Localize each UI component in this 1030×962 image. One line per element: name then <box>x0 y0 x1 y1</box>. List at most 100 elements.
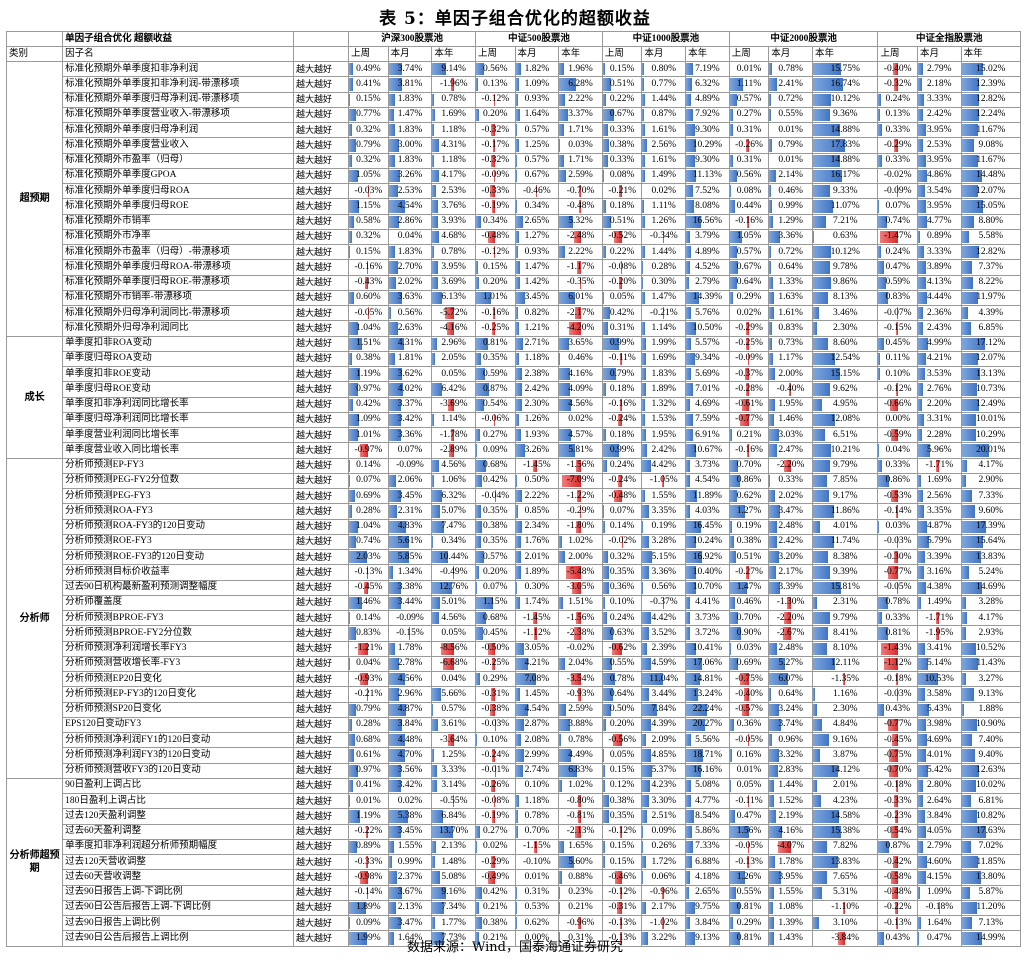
positive-databar <box>603 795 609 808</box>
value-text: 10.12% <box>830 246 860 257</box>
positive-databar <box>349 108 356 121</box>
value-text: 0.42% <box>356 399 381 410</box>
value-text: 0.01% <box>356 795 381 806</box>
header-group-title: 单因子组合优化 超额收益 <box>62 31 295 47</box>
value-text: 3.37% <box>397 399 423 410</box>
positive-databar <box>686 383 693 396</box>
value-cell: 1.53% <box>641 411 687 429</box>
value-text: 2.63% <box>397 322 423 333</box>
value-text: 0.08% <box>736 185 762 196</box>
value-cell: 9.36% <box>811 106 879 124</box>
value-cell: 0.12% <box>601 777 643 795</box>
value-text: 4.44% <box>927 292 952 303</box>
value-text: 0.29% <box>736 917 762 928</box>
value-cell: 9.79% <box>811 609 879 627</box>
value-cell: 1.25% <box>514 137 560 154</box>
value-text: 5.56% <box>695 734 720 745</box>
value-text: 4.85% <box>651 749 677 760</box>
value-cell: 3.35% <box>641 503 687 520</box>
positive-databar <box>432 413 435 426</box>
value-text: -0.09% <box>396 460 424 471</box>
table-title: 表 5：单因子组合优化的超额收益 <box>379 9 651 29</box>
value-text: -0.38% <box>481 704 510 715</box>
value-text: 0.07% <box>356 475 381 486</box>
value-cell: 12.82% <box>960 91 1022 108</box>
value-text: 0.29% <box>736 292 762 303</box>
direction-tag-cell: 越大越好 <box>293 289 350 307</box>
value-cell: 0.01% <box>728 762 770 779</box>
positive-databar <box>389 413 401 426</box>
value-text: 2.56% <box>927 490 952 501</box>
value-text: 2.80% <box>927 780 952 791</box>
value-text: 11.13% <box>692 170 722 181</box>
value-text: -0.09% <box>481 170 510 181</box>
positive-databar <box>813 185 830 198</box>
direction-tag-cell: 越大越好 <box>293 731 350 749</box>
value-cell: -0.42% <box>877 853 918 871</box>
positive-databar <box>878 154 883 167</box>
value-text: 3.24% <box>778 704 803 715</box>
positive-databar <box>432 276 438 289</box>
value-cell: 10.12% <box>811 91 879 108</box>
value-cell: 4.60% <box>916 853 962 871</box>
value-cell: 0.87% <box>641 106 687 124</box>
value-cell: -0.05% <box>728 838 770 856</box>
value-text: 3.88% <box>568 719 593 730</box>
positive-databar <box>389 703 406 716</box>
value-cell: -3.69% <box>431 396 477 413</box>
value-text: 0.03% <box>736 643 762 654</box>
positive-databar <box>476 444 478 457</box>
value-text: 8.13% <box>832 292 858 303</box>
positive-databar <box>389 169 401 182</box>
value-cell: 5.57% <box>685 335 730 352</box>
positive-databar <box>389 810 408 823</box>
value-cell: 0.90% <box>728 625 770 642</box>
value-cell: 9.40% <box>960 747 1022 764</box>
value-cell: -0.16% <box>601 396 643 413</box>
negative-databar <box>443 657 454 670</box>
value-text: 9.39% <box>832 566 858 577</box>
value-cell: -0.18% <box>877 777 918 795</box>
value-cell: 4.44% <box>916 289 962 307</box>
value-text: -5.48% <box>566 566 595 577</box>
value-text: 4.95% <box>832 399 858 410</box>
positive-databar <box>642 901 647 914</box>
positive-databar <box>813 917 819 930</box>
value-cell: 0.67% <box>728 259 770 276</box>
value-cell: 0.81% <box>728 899 770 917</box>
positive-databar <box>918 78 923 91</box>
value-text: 10.21% <box>830 444 860 455</box>
positive-databar <box>686 413 694 426</box>
negative-databar <box>892 63 898 76</box>
value-cell: 3.20% <box>768 548 813 566</box>
negative-databar <box>364 581 369 594</box>
positive-databar <box>878 627 889 640</box>
value-cell: -0.03% <box>877 533 918 551</box>
value-cell: 4.56% <box>387 670 433 688</box>
value-text: 3.26% <box>397 170 423 181</box>
value-text: 16.92% <box>692 551 723 562</box>
positive-databar <box>918 764 929 777</box>
positive-databar <box>686 63 693 76</box>
value-cell: 2.39% <box>641 640 687 657</box>
value-text: 5.42% <box>927 765 952 776</box>
negative-databar <box>366 688 369 701</box>
value-cell: 0.82% <box>514 304 560 322</box>
positive-databar <box>349 718 352 731</box>
value-text: 1.33% <box>778 277 803 288</box>
value-cell: 0.58% <box>348 213 389 230</box>
value-text: -0.40% <box>735 688 763 699</box>
value-text: 6.85% <box>978 322 1004 333</box>
value-text: 1.64% <box>524 109 550 120</box>
positive-databar <box>918 795 924 808</box>
positive-databar <box>516 505 518 518</box>
positive-databar <box>769 398 776 411</box>
value-cell: 3.69% <box>431 274 477 291</box>
value-text: 2.34% <box>524 521 550 532</box>
value-text: 0.77% <box>651 78 677 89</box>
positive-databar <box>962 917 972 930</box>
value-cell: 2.43% <box>916 320 962 337</box>
value-text: 3.45% <box>524 292 550 303</box>
positive-databar <box>349 734 356 747</box>
